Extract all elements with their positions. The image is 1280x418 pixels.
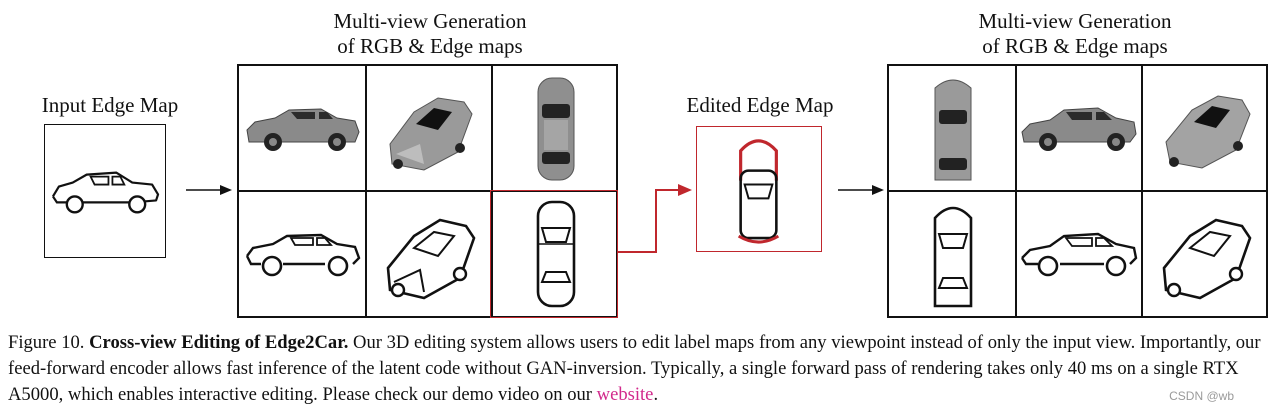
- edited-edge-map-panel: [696, 126, 822, 252]
- edited-car-top-edge-sketch: [737, 139, 780, 244]
- edge-edited-car-angled-view: [1162, 218, 1252, 300]
- multiview-grid-left: [237, 64, 618, 318]
- edge-car-side-view: [245, 233, 361, 277]
- watermark: CSDN @wb: [1169, 389, 1234, 403]
- multiview-right-title-line2: of RGB & Edge maps: [982, 34, 1168, 58]
- edited-edge-map-label: Edited Edge Map: [686, 93, 834, 117]
- edge-edited-car-top-view: [933, 206, 973, 308]
- edge-car-top-view: [536, 200, 576, 308]
- input-edge-map-panel: [44, 124, 166, 258]
- caption-end: .: [653, 384, 659, 405]
- multiview-left-title: Multi-view Generation of RGB & Edge maps: [270, 9, 590, 59]
- selected-view-highlight: [490, 190, 618, 318]
- car-side-edge-sketch: [51, 171, 160, 214]
- caption-title: Cross-view Editing of Edge2Car.: [89, 332, 349, 353]
- rgb-edited-car-top-view: [934, 79, 972, 181]
- rgb-car-side-view: [246, 108, 360, 151]
- arrow-right-icon: [838, 185, 884, 195]
- multiview-left-title-line2: of RGB & Edge maps: [337, 34, 523, 58]
- rgb-edited-car-side-view: [1021, 107, 1137, 151]
- edge-edited-car-side-view: [1021, 232, 1138, 277]
- caption-prefix: Figure 10.: [8, 332, 90, 353]
- figure-caption: Figure 10. Cross-view Editing of Edge2Ca…: [8, 330, 1274, 408]
- input-edge-map-label: Input Edge Map: [41, 93, 179, 117]
- website-link[interactable]: website: [596, 384, 654, 405]
- rgb-car-top-view: [537, 77, 575, 181]
- edit-flow-arrow-icon: [618, 184, 692, 253]
- multiview-grid-right: [887, 64, 1268, 318]
- multiview-right-title: Multi-view Generation of RGB & Edge maps: [915, 9, 1235, 59]
- rgb-edited-car-angled-view: [1165, 95, 1251, 169]
- multiview-left-title-line1: Multi-view Generation: [333, 9, 527, 33]
- arrow-right-icon: [186, 185, 232, 195]
- rgb-car-angled-view: [389, 97, 473, 171]
- caption-body: Our 3D editing system allows users to ed…: [8, 332, 1261, 405]
- edge-car-angled-view: [386, 218, 476, 300]
- multiview-right-title-line1: Multi-view Generation: [978, 9, 1172, 33]
